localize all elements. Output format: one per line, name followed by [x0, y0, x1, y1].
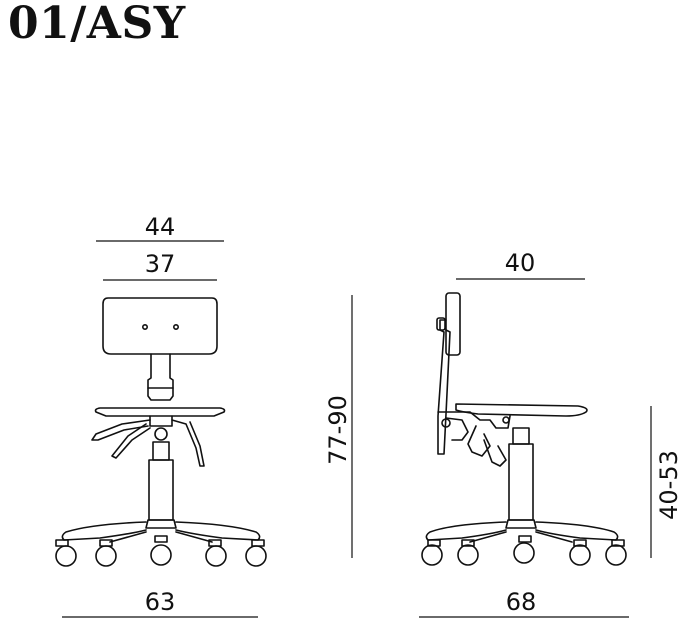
- dim-label-depth-base: 68: [506, 588, 537, 616]
- base-legs-side: [425, 521, 619, 543]
- seat-side: [455, 403, 588, 417]
- gas-column-front: [148, 459, 174, 521]
- backrest-front: [102, 297, 218, 355]
- gas-column-upper-side: [512, 427, 530, 445]
- base-hub-side: [505, 519, 537, 529]
- base-legs-front: [61, 521, 261, 543]
- lever-left-front: [91, 419, 151, 441]
- chair-front-view: [55, 297, 267, 567]
- dim-label-width-seat: 37: [145, 250, 176, 278]
- chair-side-view: [421, 292, 627, 566]
- dim-label-width-base: 63: [145, 588, 176, 616]
- product-code-title: 01/ASY: [8, 0, 186, 49]
- dim-label-depth-seat: 40: [505, 249, 536, 277]
- dim-label-width-top: 44: [145, 213, 176, 241]
- gas-column-side: [508, 443, 534, 521]
- dim-label-height-overall: 77-90: [324, 395, 352, 465]
- casters-side: [421, 535, 627, 566]
- lever-right-front: [171, 419, 205, 467]
- seat-front: [94, 407, 226, 417]
- backrest-screw-right: [173, 323, 180, 330]
- seat-mechanism-front: [149, 415, 173, 427]
- dim-label-height-seat: 40-53: [655, 450, 683, 520]
- lever-side: [467, 425, 507, 467]
- backrest-post-front: [147, 353, 174, 401]
- casters-front: [55, 535, 267, 567]
- lever-left-front-2: [111, 423, 151, 459]
- base-hub-front: [145, 519, 177, 529]
- seat-mechanism-side: [437, 411, 511, 441]
- backrest-support-side: [437, 319, 451, 455]
- gas-column-upper-front: [152, 441, 170, 461]
- backrest-side: [445, 292, 461, 356]
- backrest-screw-left: [142, 323, 149, 330]
